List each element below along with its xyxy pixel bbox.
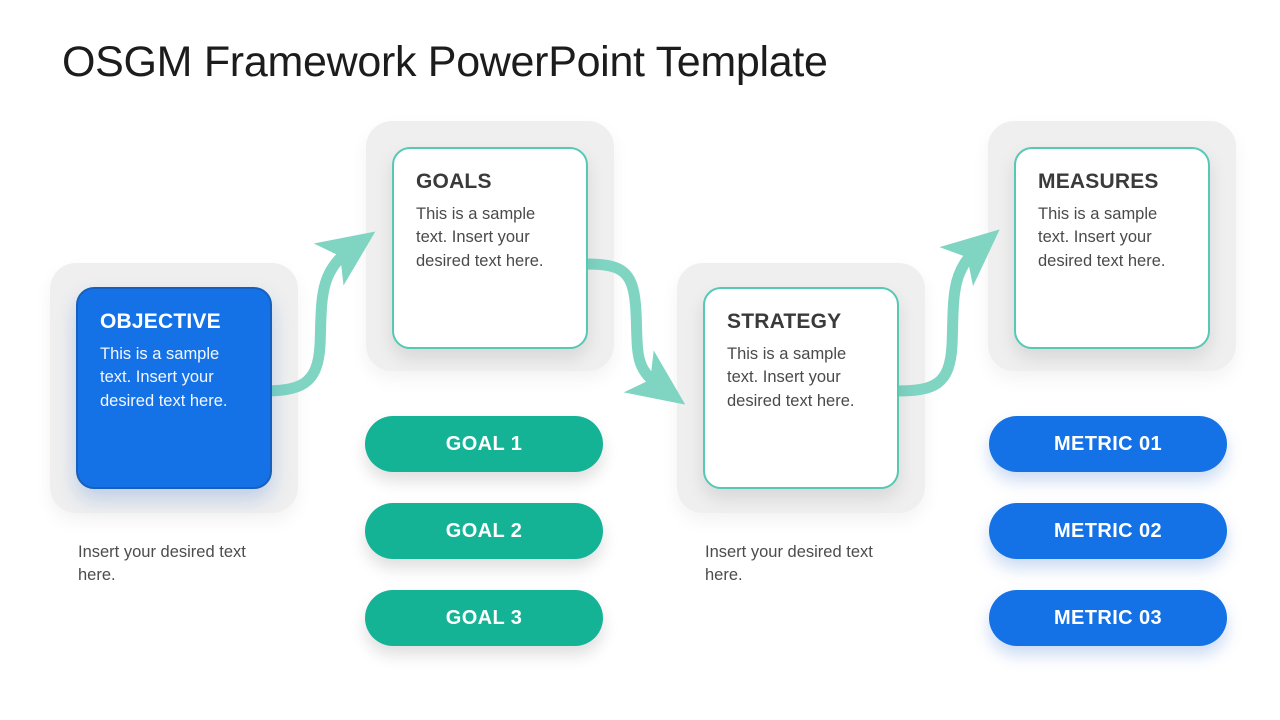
goal-pill-label: GOAL 3: [445, 606, 523, 629]
metric-pill-3[interactable]: METRIC 03: [989, 590, 1227, 646]
stage-title-strategy: STRATEGY: [727, 310, 842, 333]
metric-pill-label: METRIC 02: [1053, 519, 1163, 542]
goal-pill-3[interactable]: GOAL 3: [365, 590, 603, 646]
caption-strategy: Insert your desired text here.: [705, 543, 873, 585]
stage-card-strategy[interactable]: STRATEGY This is a sample text. Insert y…: [703, 287, 899, 489]
goal-pill-label: GOAL 1: [445, 432, 523, 455]
stage-title-objective: OBJECTIVE: [100, 310, 221, 333]
stage-body-objective: This is a sample text. Insert your desir…: [100, 345, 228, 410]
stage-body-goals: This is a sample text. Insert your desir…: [416, 205, 544, 270]
stage-title-measures: MEASURES: [1038, 170, 1159, 193]
stage-title-goals: GOALS: [416, 170, 492, 193]
goal-pill-2[interactable]: GOAL 2: [365, 503, 603, 559]
stage-card-goals[interactable]: GOALS This is a sample text. Insert your…: [392, 147, 588, 349]
metric-pill-label: METRIC 01: [1053, 432, 1163, 455]
caption-objective: Insert your desired text here.: [78, 543, 246, 585]
goal-pill-label: GOAL 2: [445, 519, 523, 542]
stage-body-strategy: This is a sample text. Insert your desir…: [727, 345, 855, 410]
goal-pill-1[interactable]: GOAL 1: [365, 416, 603, 472]
metric-pill-2[interactable]: METRIC 02: [989, 503, 1227, 559]
metric-pill-1[interactable]: METRIC 01: [989, 416, 1227, 472]
stage-card-measures[interactable]: MEASURES This is a sample text. Insert y…: [1014, 147, 1210, 349]
stage-card-objective[interactable]: OBJECTIVE This is a sample text. Insert …: [76, 287, 272, 489]
stage-body-measures: This is a sample text. Insert your desir…: [1038, 205, 1166, 270]
page-title: OSGM Framework PowerPoint Template: [62, 38, 828, 86]
metric-pill-label: METRIC 03: [1053, 606, 1163, 629]
